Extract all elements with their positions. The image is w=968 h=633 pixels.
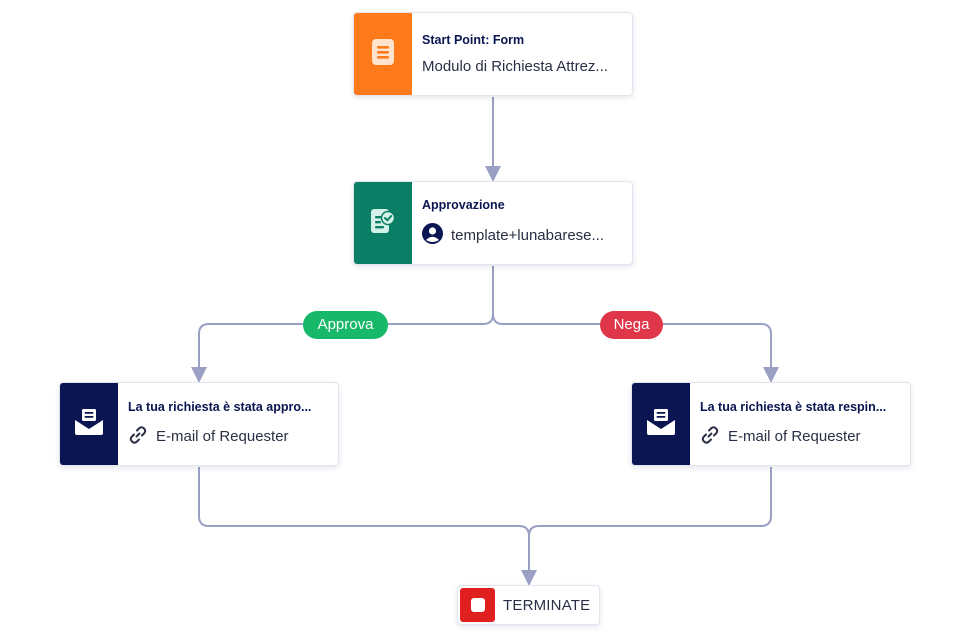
terminate-node[interactable]: TERMINATE <box>457 585 600 625</box>
link-icon <box>700 425 720 449</box>
connector-rejected-to-terminate <box>528 467 772 537</box>
email-tile <box>60 383 118 465</box>
connector-approved-to-terminate <box>198 467 537 586</box>
node-subtitle: E-mail of Requester <box>156 428 289 445</box>
form-tile <box>354 13 412 95</box>
node-subtitle: template+lunabarese... <box>451 227 605 244</box>
form-document-icon <box>371 38 395 71</box>
node-subtitle: E-mail of Requester <box>728 428 861 445</box>
node-title: La tua richiesta è stata appro... <box>128 399 312 414</box>
node-title: Approvazione <box>422 198 505 212</box>
branch-approve-label[interactable]: Approva <box>303 311 388 339</box>
stop-square-icon <box>470 598 485 612</box>
user-avatar-icon <box>422 223 443 248</box>
approval-tile <box>354 182 412 264</box>
node-title: La tua richiesta è stata respin... <box>700 399 887 414</box>
terminate-label: TERMINATE <box>503 596 591 614</box>
rejected-email-node[interactable]: La tua richiesta è stata respin... E-mai… <box>631 382 911 466</box>
email-envelope-icon <box>74 408 104 441</box>
terminate-tile <box>460 588 495 622</box>
node-title: Start Point: Form <box>422 33 525 47</box>
node-subtitle: Modulo di Richiesta Attrez... <box>422 58 608 75</box>
branch-reject-label[interactable]: Nega <box>600 311 663 339</box>
link-icon <box>128 425 148 449</box>
approval-clipboard-check-icon <box>370 207 396 240</box>
email-tile <box>632 383 690 465</box>
approved-email-node[interactable]: La tua richiesta è stata appro... E-mail… <box>59 382 339 466</box>
email-envelope-icon <box>646 408 676 441</box>
start-form-node[interactable]: Start Point: Form Modulo di Richiesta At… <box>353 12 633 96</box>
approval-node[interactable]: Approvazione template+lunabarese... <box>353 181 633 265</box>
